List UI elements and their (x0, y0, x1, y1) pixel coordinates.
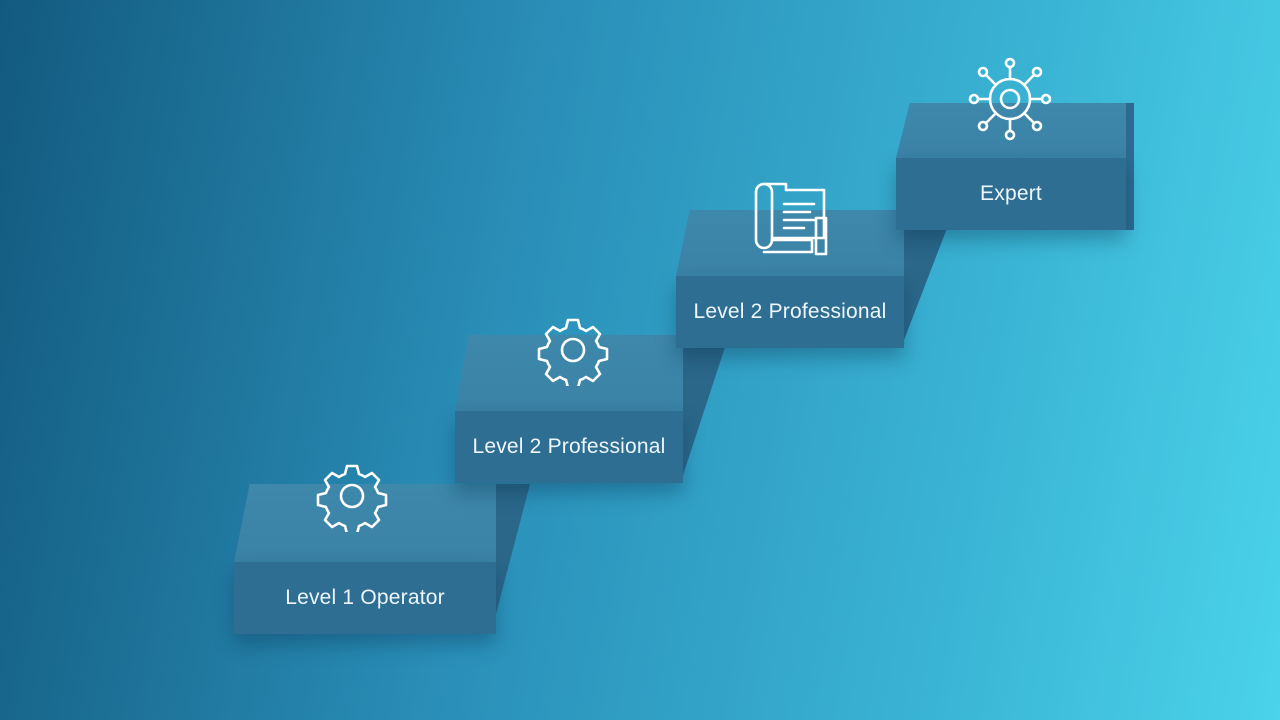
step-label: Level 2 Professional (472, 435, 666, 458)
network-hub-icon (966, 55, 1054, 143)
gear-icon (537, 314, 609, 386)
step-label: Expert (980, 182, 1042, 205)
step-label: Level 1 Operator (285, 586, 445, 609)
gear-icon (316, 460, 388, 532)
step-label: Level 2 Professional (693, 300, 887, 323)
blueprint-scroll-icon (748, 182, 834, 260)
step-level-4: Expert (896, 103, 1134, 230)
step-level-3: Level 2 Professional (676, 210, 954, 348)
